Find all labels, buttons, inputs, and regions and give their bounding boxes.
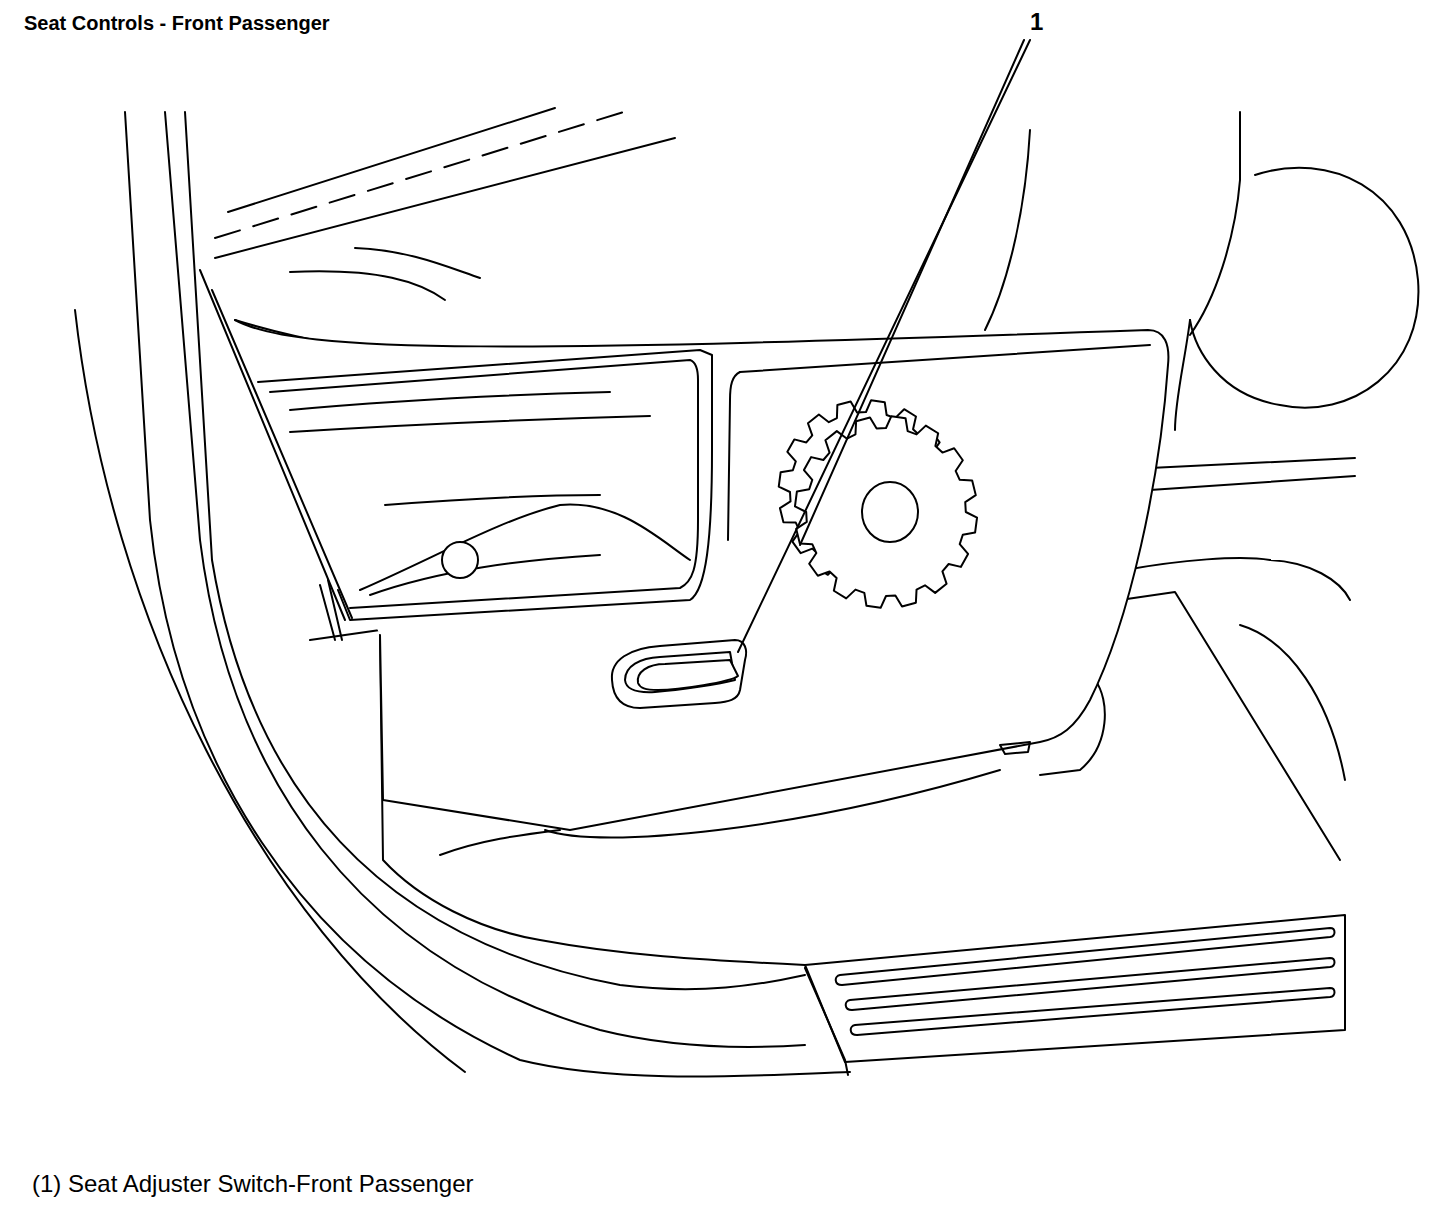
knob-hub xyxy=(862,482,918,542)
dash-lines xyxy=(215,108,675,355)
sill-plate xyxy=(805,915,1345,1075)
seat-side-shield xyxy=(235,320,1168,830)
leader-line xyxy=(738,40,1030,652)
callout-number: 1 xyxy=(1028,8,1045,36)
adjuster-switch xyxy=(612,640,746,708)
leader-line xyxy=(800,40,1024,545)
diagram-title: Seat Controls - Front Passenger xyxy=(24,12,330,35)
leader-line xyxy=(738,40,1030,652)
knob-front xyxy=(795,416,977,608)
figure-caption: (1) Seat Adjuster Switch-Front Passenger xyxy=(32,1170,474,1198)
